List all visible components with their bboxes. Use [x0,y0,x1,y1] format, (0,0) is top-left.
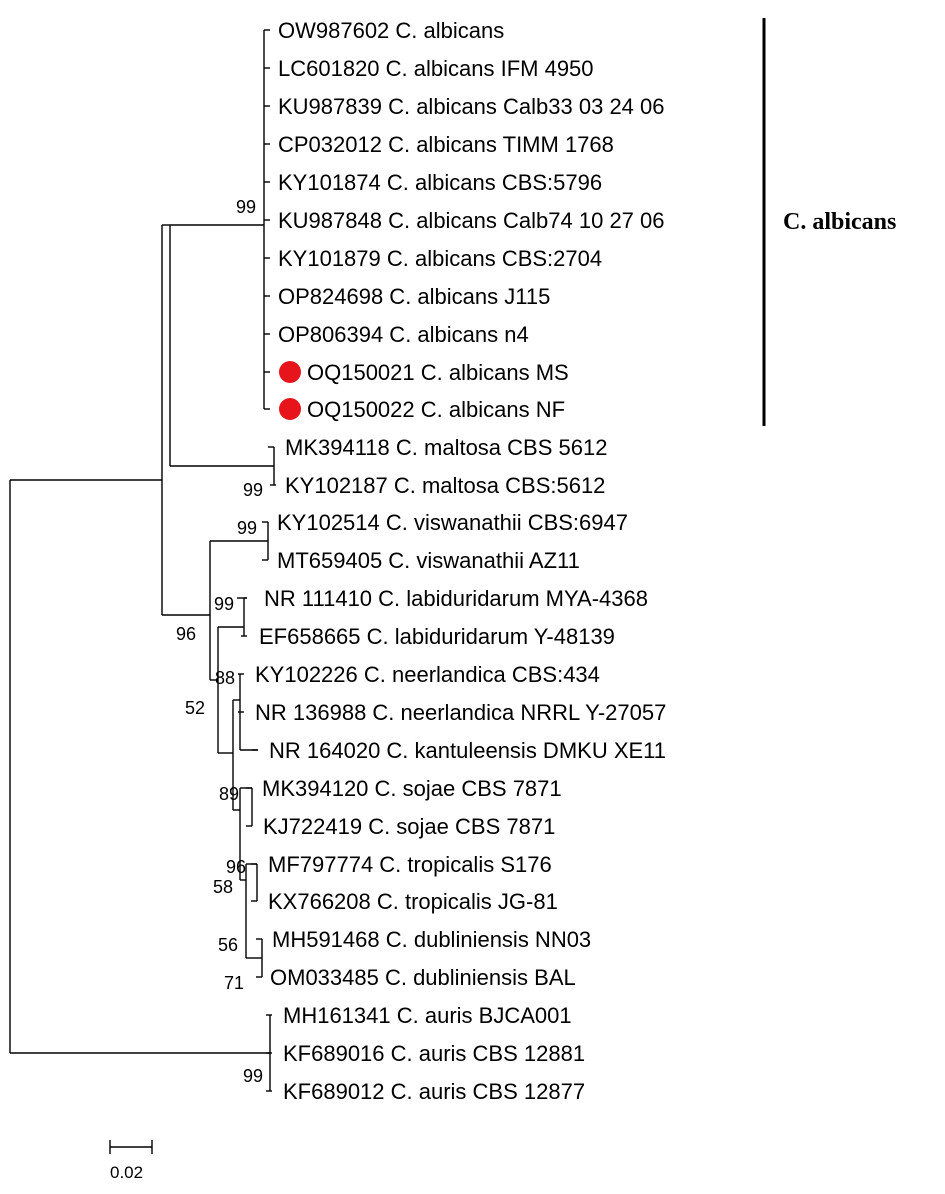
scale-bar: 0.02 [109,1140,153,1182]
bootstrap-value: 89 [219,784,239,804]
bootstrap-value: 99 [243,1066,263,1086]
taxon-label: KY101874 C. albicans CBS:5796 [278,170,602,195]
clade-label: C. albicans [783,209,896,235]
taxon-label: NR 111410 C. labiduridarum MYA-4368 [264,586,648,611]
bootstrap-value: 99 [243,480,263,500]
taxon-label: LC601820 C. albicans IFM 4950 [278,56,594,81]
taxon-label: OP824698 C. albicans J115 [278,284,550,309]
bootstrap-value: 56 [218,935,238,955]
taxon-label: NR 164020 C. kantuleensis DMKU XE11 [269,738,666,763]
taxon-label: KU987848 C. albicans Calb74 10 27 06 [278,208,665,233]
taxon-label: MT659405 C. viswanathii AZ11 [277,548,580,573]
taxon-label: OQ150021 C. albicans MS [307,360,569,385]
taxon-label: OQ150022 C. albicans NF [307,397,565,422]
taxon-label: MH591468 C. dubliniensis NN03 [272,927,591,952]
taxon-label: NR 136988 C. neerlandica NRRL Y-27057 [255,700,666,725]
taxon-label: MK394120 C. sojae CBS 7871 [262,776,562,801]
bootstrap-value: 88 [215,668,235,688]
taxon-label: KU987839 C. albicans Calb33 03 24 06 [278,94,665,119]
taxon-label: OM033485 C. dubliniensis BAL [270,965,576,990]
taxon-label: KY102226 C. neerlandica CBS:434 [255,662,600,687]
bootstrap-value: 58 [213,877,233,897]
taxon-label: KX766208 C. tropicalis JG-81 [268,889,558,914]
red-dot-icon [279,361,301,383]
bootstrap-value: 96 [226,857,246,877]
taxon-label: KF689016 C. auris CBS 12881 [283,1041,585,1066]
taxon-label: CP032012 C. albicans TIMM 1768 [278,132,614,157]
bootstrap-value: 71 [224,973,244,993]
bootstrap-value: 96 [176,624,196,644]
taxon-label: MH161341 C. auris BJCA001 [283,1003,572,1028]
highlight-markers [279,361,301,420]
taxon-label: MF797774 C. tropicalis S176 [268,852,552,877]
bootstrap-value: 52 [185,698,205,718]
taxon-label: KF689012 C. auris CBS 12877 [283,1079,585,1104]
taxon-label: KY102187 C. maltosa CBS:5612 [285,473,605,498]
red-dot-icon [279,398,301,420]
bootstrap-value: 99 [236,197,256,217]
taxon-label: KY102514 C. viswanathii CBS:6947 [277,510,628,535]
tree-branches [9,29,276,1092]
taxon-label: OW987602 C. albicans [278,18,504,43]
bootstrap-value: 99 [237,518,257,538]
bootstrap-value: 99 [214,594,234,614]
taxon-label: OP806394 C. albicans n4 [278,322,529,347]
scale-bar-label: 0.02 [110,1163,143,1182]
taxon-label: EF658665 C. labiduridarum Y-48139 [259,624,615,649]
taxon-label: KJ722419 C. sojae CBS 7871 [263,814,555,839]
taxon-label: KY101879 C. albicans CBS:2704 [278,246,602,271]
taxon-label: MK394118 C. maltosa CBS 5612 [285,435,607,460]
